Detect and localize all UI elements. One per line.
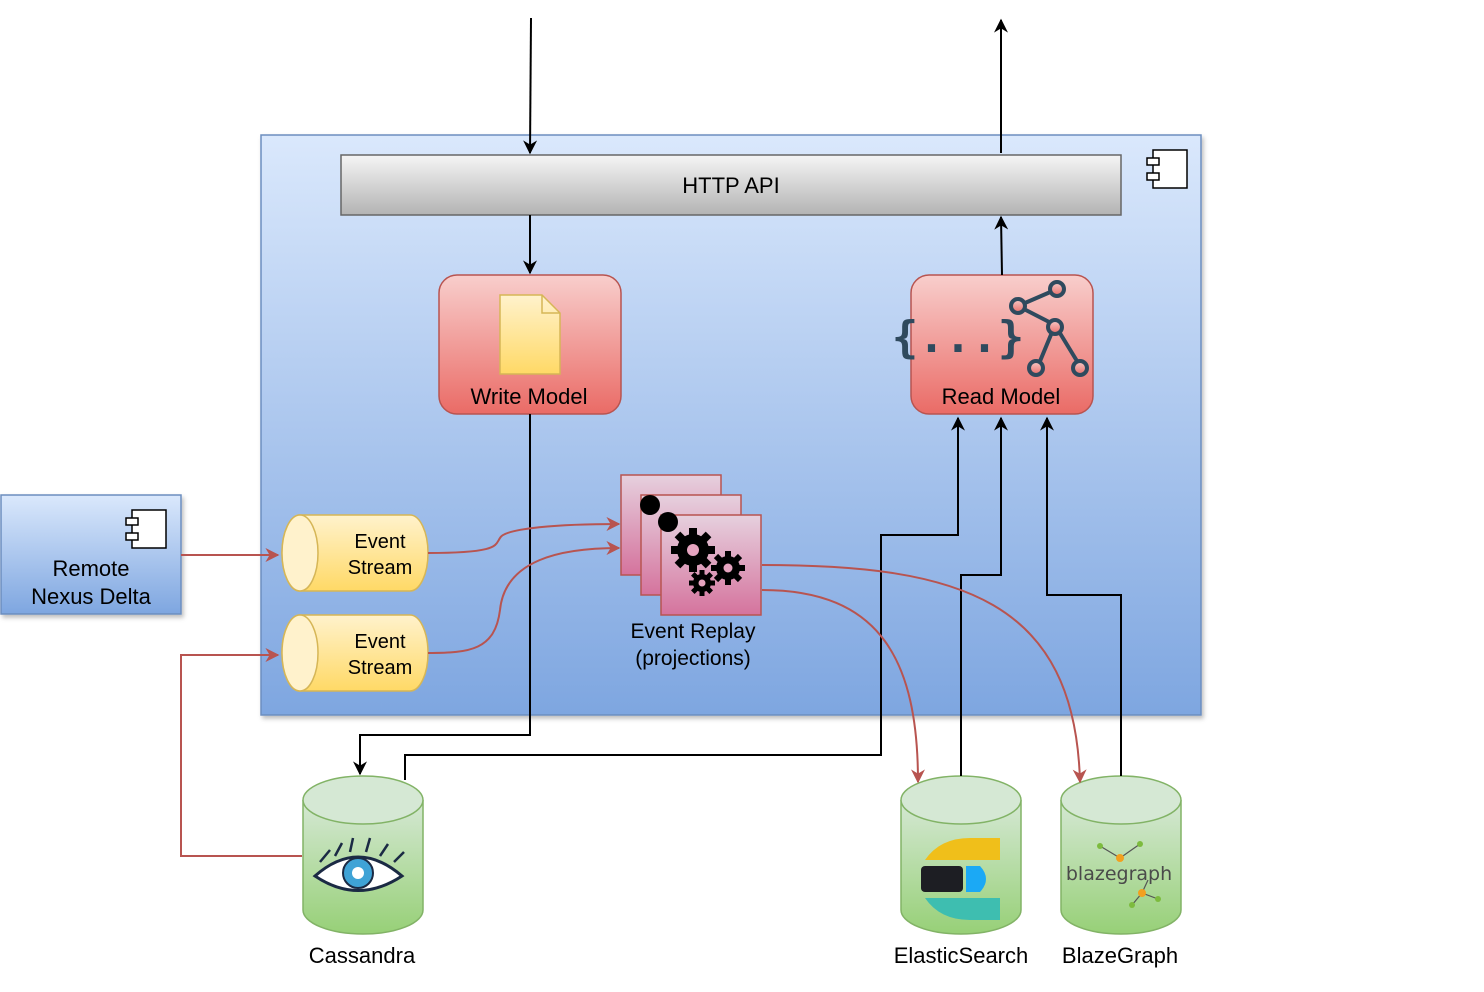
http-api-label: HTTP API bbox=[682, 173, 779, 198]
write-model-label: Write Model bbox=[471, 384, 588, 409]
edge-replay-to-elastic bbox=[761, 589, 925, 784]
edge-incoming-request bbox=[523, 17, 538, 155]
edge-write-to-cassandra bbox=[353, 414, 531, 776]
edge-stream1-to-replay bbox=[427, 517, 621, 554]
red-edges bbox=[180, 517, 1087, 857]
gears-icon bbox=[640, 495, 745, 596]
edge-cassandra-to-read bbox=[404, 416, 965, 780]
read-model-label: Read Model bbox=[942, 384, 1061, 409]
cassandra-db: Cassandra bbox=[302, 775, 424, 968]
event-stream-2-line2: Stream bbox=[348, 657, 412, 679]
event-stream-2-line1: Event bbox=[354, 631, 406, 653]
edge-stream2-to-replay bbox=[427, 541, 621, 654]
cassandra-eye-icon bbox=[312, 837, 405, 892]
cassandra-label: Cassandra bbox=[309, 943, 416, 968]
read-model-node: {...} Read Model bbox=[892, 274, 1094, 415]
event-stream-1-line2: Stream bbox=[348, 557, 412, 579]
document-icon bbox=[499, 294, 561, 375]
component-icon bbox=[1146, 149, 1188, 189]
edge-replay-to-blaze bbox=[761, 564, 1087, 784]
elasticsearch-db: ElasticSearch bbox=[894, 775, 1029, 968]
blazegraph-db: blazegraph BlazeGraph bbox=[1060, 775, 1182, 968]
event-stream-1: Event Stream bbox=[281, 514, 429, 592]
blazegraph-logo-icon: blazegraph bbox=[1066, 841, 1172, 908]
graph-icon bbox=[1009, 280, 1089, 377]
http-api-bar: HTTP API bbox=[340, 154, 1122, 216]
remote-line2: Nexus Delta bbox=[31, 584, 152, 609]
remote-line1: Remote bbox=[52, 556, 129, 581]
event-stream-1-line1: Event bbox=[354, 531, 406, 553]
elastic-logo-icon bbox=[921, 838, 1000, 920]
event-stream-2: Event Stream bbox=[281, 614, 429, 692]
blazegraph-logo-text: blazegraph bbox=[1066, 863, 1172, 885]
edge-blaze-to-read bbox=[1040, 416, 1122, 776]
json-braces-icon: {...} bbox=[892, 312, 1024, 363]
edge-cassandra-to-stream bbox=[180, 648, 302, 857]
event-replay-line2: (projections) bbox=[635, 647, 751, 670]
event-replay-line1: Event Replay bbox=[631, 620, 756, 643]
edge-elastic-to-read bbox=[960, 416, 1008, 776]
event-replay-node: Event Replay (projections) bbox=[620, 474, 762, 670]
elasticsearch-label: ElasticSearch bbox=[894, 943, 1029, 968]
blazegraph-label: BlazeGraph bbox=[1062, 943, 1178, 968]
edge-read-to-api bbox=[994, 215, 1009, 276]
write-model-node: Write Model bbox=[438, 274, 622, 415]
black-edges bbox=[353, 17, 1122, 780]
remote-nexus-delta-node: Remote Nexus Delta bbox=[0, 494, 182, 615]
component-icon bbox=[125, 509, 167, 549]
